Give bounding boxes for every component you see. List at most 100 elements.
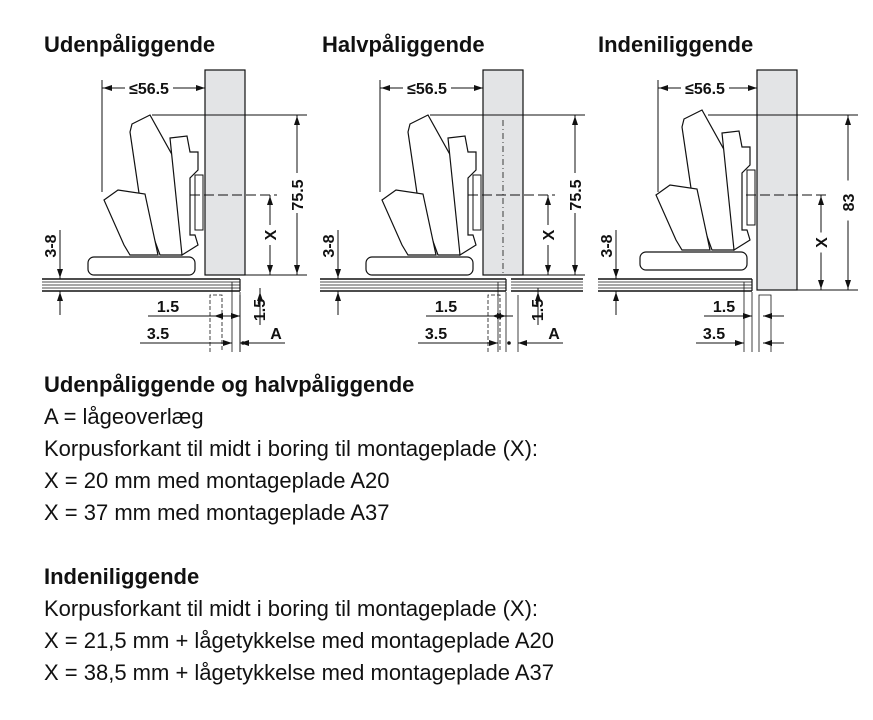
drill-hole-outline	[758, 294, 772, 352]
gap-dimension-label: 3-8	[43, 234, 60, 257]
offset-dimension-label: 1.5	[435, 299, 457, 316]
drill-hole-outline	[487, 294, 501, 352]
arrowhead	[267, 265, 273, 274]
arrowhead	[335, 269, 341, 278]
arrowhead	[748, 85, 757, 91]
hinge-arm	[129, 114, 186, 256]
note-line: A = lågeoverlæg	[44, 404, 204, 429]
arrowhead	[57, 269, 63, 278]
hinge-body	[169, 135, 199, 257]
arrowhead	[518, 340, 527, 346]
label-bg	[540, 225, 556, 245]
height-dimension-label: 83	[841, 194, 858, 212]
arrowhead	[240, 340, 249, 346]
width-dimension-label: ≤56.5	[407, 81, 447, 98]
arrowhead	[489, 340, 498, 346]
note-line: Korpusforkant til midt i boring til mont…	[44, 436, 539, 461]
label-bg	[289, 173, 305, 213]
arrowhead	[545, 265, 551, 274]
arrowhead	[196, 85, 205, 91]
note-line: X = 21,5 mm + lågetykkelse med montagepl…	[44, 628, 554, 653]
arrowhead	[763, 313, 772, 319]
distance-dimension-label: 3.5	[147, 326, 169, 343]
vertical-offset-label: 1.5	[252, 299, 269, 321]
x-dimension-label: X	[814, 237, 831, 248]
arrowhead	[214, 313, 223, 319]
cabinet-side-panel	[204, 69, 246, 276]
diagram-title-overlay: Udenpåliggende	[44, 32, 216, 57]
arrowhead	[535, 292, 541, 301]
arrowhead	[572, 265, 578, 274]
cabinet-side-panel	[756, 69, 798, 291]
hinge-drawing	[87, 114, 204, 276]
arrowhead	[845, 116, 851, 125]
hinge-body	[447, 135, 477, 257]
hinge-cup	[655, 184, 711, 251]
arrowhead	[294, 116, 300, 125]
vertical-offset-label: 1.5	[530, 299, 547, 321]
arrowhead	[231, 313, 240, 319]
hinge-clip	[746, 169, 756, 226]
hinge-cup	[381, 189, 437, 256]
label-bg	[262, 225, 278, 245]
diagram-title-half-overlay: Halvpåliggende	[322, 32, 485, 57]
arrowhead	[223, 340, 232, 346]
section-heading: Indeniliggende	[44, 564, 200, 589]
x-dimension-label: X	[541, 229, 558, 240]
arrowhead	[818, 196, 824, 205]
note-line: X = 37 mm med montageplade A37	[44, 500, 390, 525]
arrowhead	[613, 292, 619, 301]
x-dimension-label: X	[263, 229, 280, 240]
label-bg	[567, 173, 583, 213]
section-heading: Udenpåliggende og halvpåliggende	[44, 372, 415, 397]
hinge-arm	[681, 109, 738, 251]
label-bg	[813, 232, 829, 253]
overlay-dimension-label: A	[270, 326, 282, 343]
arrowhead	[572, 116, 578, 125]
arrowhead	[335, 292, 341, 301]
arrowhead	[381, 85, 390, 91]
hinge-arm	[407, 114, 464, 256]
width-dimension-label: ≤56.5	[129, 81, 169, 98]
drill-center-dot	[507, 341, 511, 345]
offset-dimension-label: 1.5	[713, 299, 735, 316]
hinge-body	[721, 130, 751, 252]
note-line: X = 38,5 mm + lågetykkelse med montagepl…	[44, 660, 554, 685]
diagram-title-inset: Indeniliggende	[598, 32, 754, 57]
height-dimension-label: 75.5	[290, 179, 307, 210]
arrowhead	[267, 196, 273, 205]
overlay-dimension-label: A	[548, 326, 560, 343]
section-inset-notes: Indeniliggende Korpusforkant til midt i …	[44, 561, 554, 689]
arrowhead	[492, 313, 501, 319]
arrowhead	[735, 340, 744, 346]
arrowhead	[845, 280, 851, 289]
arrowhead	[103, 85, 112, 91]
note-line: Korpusforkant til midt i boring til mont…	[44, 596, 539, 621]
hinge-cup	[103, 189, 159, 256]
arrowhead	[545, 196, 551, 205]
height-dimension-label: 75.5	[568, 179, 585, 210]
arrowhead	[474, 85, 483, 91]
hinge-mounting-plate	[639, 251, 748, 271]
arrowhead	[659, 85, 668, 91]
note-line: X = 20 mm med montageplade A20	[44, 468, 390, 493]
arrowhead	[57, 292, 63, 301]
hinge-mounting-plate	[365, 256, 474, 276]
arrowhead	[763, 340, 772, 346]
hinge-drawing	[639, 109, 756, 271]
arrowhead	[613, 269, 619, 278]
arrowhead	[294, 265, 300, 274]
distance-dimension-label: 3.5	[703, 326, 725, 343]
drill-hole-outline	[209, 294, 223, 352]
hinge-clip	[472, 174, 482, 231]
width-dimension-label: ≤56.5	[685, 81, 725, 98]
hinge-drawing	[365, 114, 482, 276]
hinge-clip	[194, 174, 204, 231]
label-bg	[840, 180, 856, 221]
offset-dimension-label: 1.5	[157, 299, 179, 316]
arrowhead	[743, 313, 752, 319]
gap-dimension-label: 3-8	[321, 234, 338, 257]
distance-dimension-label: 3.5	[425, 326, 447, 343]
